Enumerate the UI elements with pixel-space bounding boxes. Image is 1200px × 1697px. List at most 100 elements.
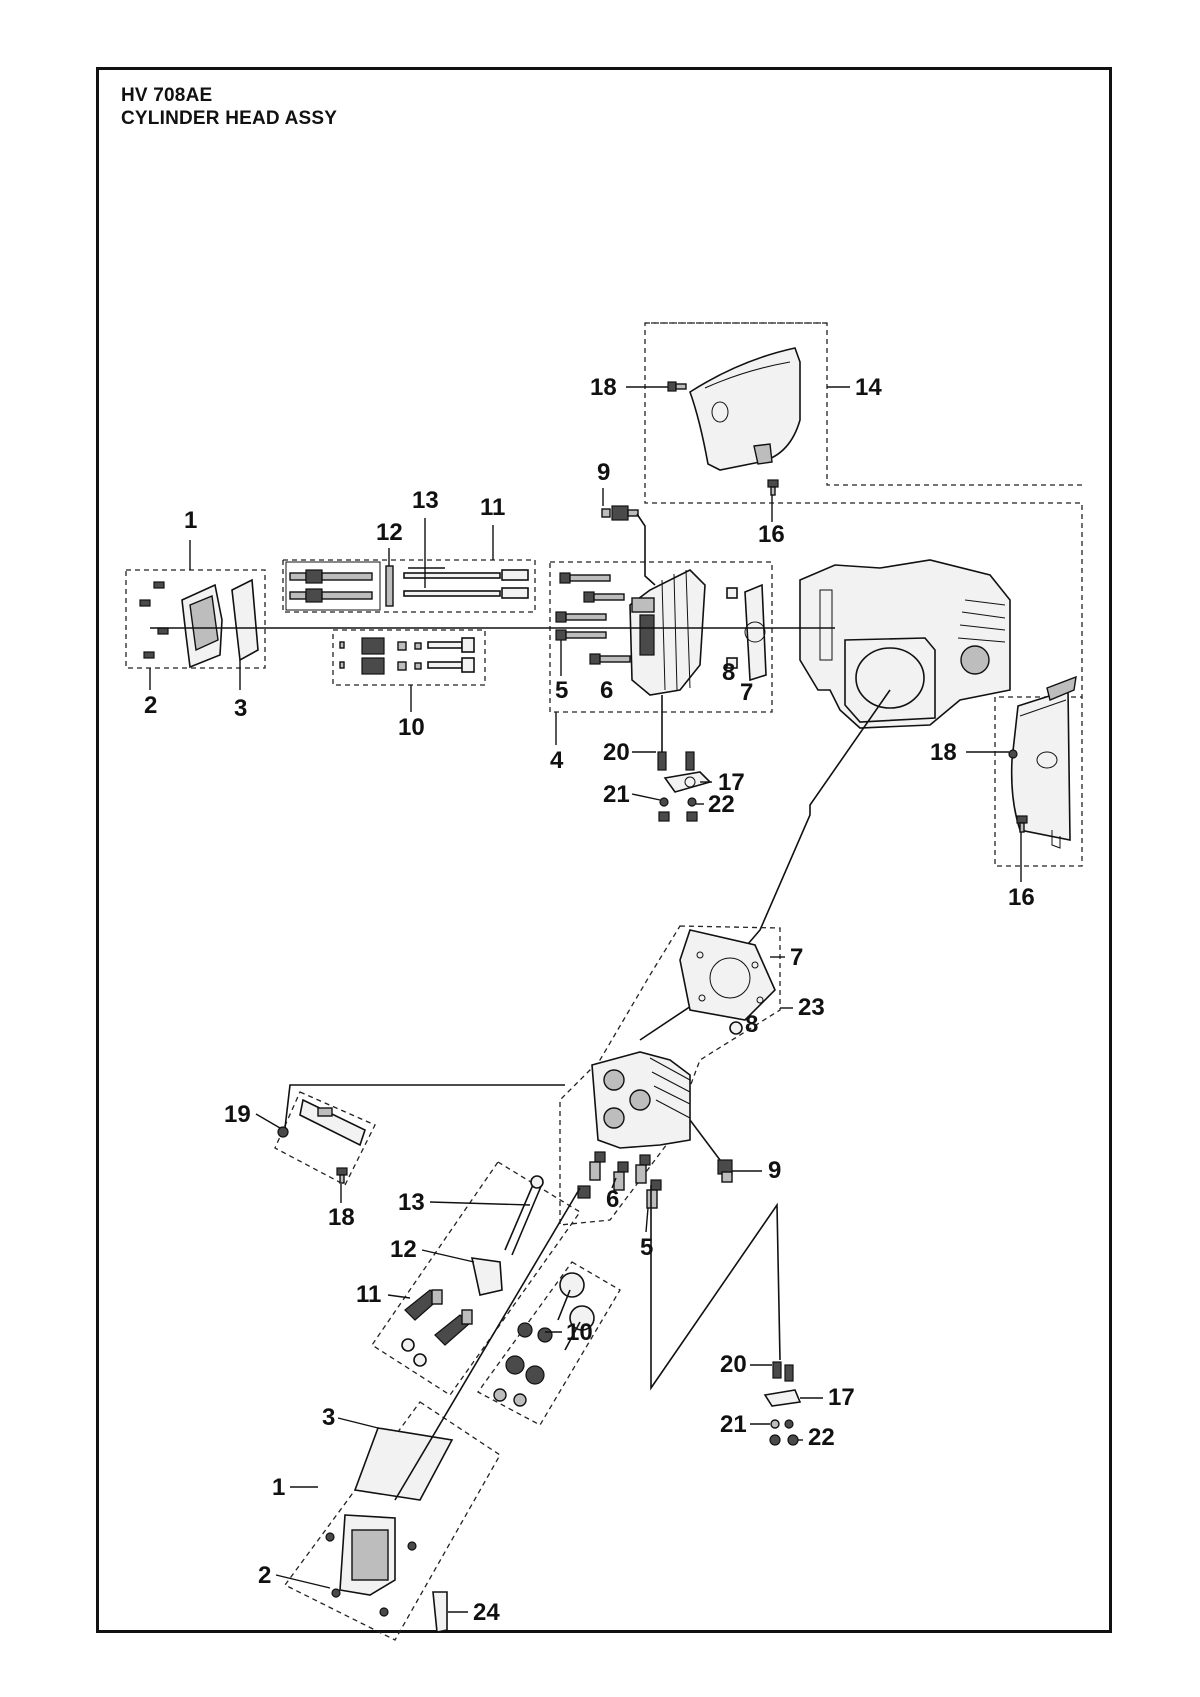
svg-text:9: 9 xyxy=(768,1157,781,1184)
group-box-side-shroud xyxy=(994,696,1083,867)
svg-text:11: 11 xyxy=(356,1281,381,1308)
push-rods-bottom xyxy=(504,1175,544,1256)
svg-text:3: 3 xyxy=(234,695,247,722)
svg-text:8: 8 xyxy=(745,1011,758,1038)
svg-text:5: 5 xyxy=(640,1234,653,1261)
group-box-breather-plate xyxy=(274,1091,376,1186)
callout-12-top: 12 xyxy=(376,519,403,566)
callout-2-top: 2 xyxy=(144,668,157,719)
callout-6-top: 6 xyxy=(600,677,613,704)
engine-block xyxy=(799,559,1011,729)
callout-19-bottom: 19 xyxy=(224,1101,281,1129)
group-box-rocker-cover-bottom xyxy=(284,1401,501,1641)
callout-21-bottom: 21 xyxy=(720,1411,770,1438)
svg-text:1: 1 xyxy=(272,1474,285,1501)
callout-22-bottom: 22 xyxy=(798,1424,835,1451)
exhaust-hardware-bottom xyxy=(763,1361,802,1446)
callout-11-bottom: 11 xyxy=(356,1281,411,1308)
callout-5-top: 5 xyxy=(555,640,568,704)
svg-text:17: 17 xyxy=(828,1384,855,1411)
screw-18-bottom xyxy=(336,1167,348,1184)
svg-text:3: 3 xyxy=(322,1404,335,1431)
svg-text:13: 13 xyxy=(412,487,439,514)
callout-24-bottom: 24 xyxy=(448,1599,500,1626)
cover-link-line xyxy=(394,1187,581,1501)
breather-plate xyxy=(299,1098,366,1147)
spark-plug-top xyxy=(601,505,639,521)
callout-13-bottom: 13 xyxy=(398,1189,531,1216)
svg-text:24: 24 xyxy=(473,1599,500,1626)
svg-text:18: 18 xyxy=(930,739,957,766)
group-box-cylinder-head-bottom xyxy=(559,925,781,1226)
svg-text:18: 18 xyxy=(328,1204,355,1231)
dowel-bottom xyxy=(729,1021,743,1035)
side-shroud xyxy=(1010,675,1077,841)
group-box-rocker-arms-bottom xyxy=(371,1161,581,1396)
callout-22-top: 22 xyxy=(696,791,735,818)
svg-text:20: 20 xyxy=(603,739,630,766)
svg-text:9: 9 xyxy=(597,459,610,486)
exhaust-hardware-top xyxy=(657,695,712,822)
callout-16-top: 16 xyxy=(758,495,785,548)
callout-3-top: 3 xyxy=(234,660,247,722)
assembly-title: CYLINDER HEAD ASSY xyxy=(121,108,338,129)
callout-1-top: 1 xyxy=(184,507,197,570)
group-box-cylinder-head-top xyxy=(549,561,773,713)
svg-text:7: 7 xyxy=(790,944,803,971)
callout-20-top: 20 xyxy=(603,739,656,766)
svg-text:7: 7 xyxy=(740,679,753,706)
cover-gasket-top xyxy=(231,578,259,662)
svg-text:2: 2 xyxy=(258,1562,271,1589)
svg-text:5: 5 xyxy=(555,677,568,704)
callout-9-top: 9 xyxy=(597,459,610,506)
group-box-rocker-cover-top xyxy=(125,569,266,669)
svg-text:12: 12 xyxy=(390,1236,417,1263)
callout-8-bottom: 8 xyxy=(745,1011,758,1038)
spark-plug-wrench xyxy=(432,1591,448,1633)
drawing-frame xyxy=(96,67,1112,1633)
screw-16-right xyxy=(1016,815,1028,833)
callout-23-bottom: 23 xyxy=(780,994,825,1021)
callout-1-bottom: 1 xyxy=(272,1474,318,1501)
svg-text:22: 22 xyxy=(708,791,735,818)
rocker-cover-top xyxy=(181,583,223,669)
svg-text:8: 8 xyxy=(722,659,735,686)
callout-13-top: 13 xyxy=(408,487,445,588)
svg-text:12: 12 xyxy=(376,519,403,546)
svg-text:20: 20 xyxy=(720,1351,747,1378)
rocker-cover-bottom xyxy=(339,1514,396,1596)
screw-16-top xyxy=(767,479,779,496)
group-box-valves-bottom xyxy=(477,1261,621,1426)
cover-gasket-bottom xyxy=(353,1427,454,1501)
callout-4-top: 4 xyxy=(550,712,564,774)
plate-link-line xyxy=(284,1084,565,1129)
cylinder-head-bottom xyxy=(591,1051,691,1149)
svg-text:4: 4 xyxy=(550,747,564,774)
screw-18-top xyxy=(667,381,687,392)
svg-text:17: 17 xyxy=(718,769,745,796)
callout-12-bottom: 12 xyxy=(390,1236,475,1263)
bolts-rocker-cover-bottom xyxy=(325,1532,417,1617)
exhaust-link-line xyxy=(650,1185,781,1391)
svg-text:22: 22 xyxy=(808,1424,835,1451)
svg-text:6: 6 xyxy=(606,1186,619,1213)
head-gasket-bottom xyxy=(679,929,776,1021)
svg-text:11: 11 xyxy=(480,494,505,521)
callout-5-bottom: 5 xyxy=(640,1207,653,1261)
callout-21-top: 21 xyxy=(603,781,661,808)
head-bolts-top xyxy=(555,572,631,665)
valves-top xyxy=(339,637,475,675)
rocker-arm-subbox xyxy=(285,561,381,611)
rocker-arms-top xyxy=(289,569,373,603)
spark-plug-leader xyxy=(636,513,656,586)
callout-7-bottom: 7 xyxy=(770,944,803,971)
svg-text:10: 10 xyxy=(566,1319,593,1346)
svg-text:14: 14 xyxy=(855,374,882,401)
valves-bottom xyxy=(493,1272,595,1407)
callout-10-top: 10 xyxy=(398,685,425,741)
bolts-rocker-cover-top xyxy=(139,581,169,659)
callout-20-bottom: 20 xyxy=(720,1351,772,1378)
callout-17-top: 17 xyxy=(700,769,745,796)
clip-part xyxy=(1051,830,1061,849)
group-box-valves-top xyxy=(332,629,486,686)
